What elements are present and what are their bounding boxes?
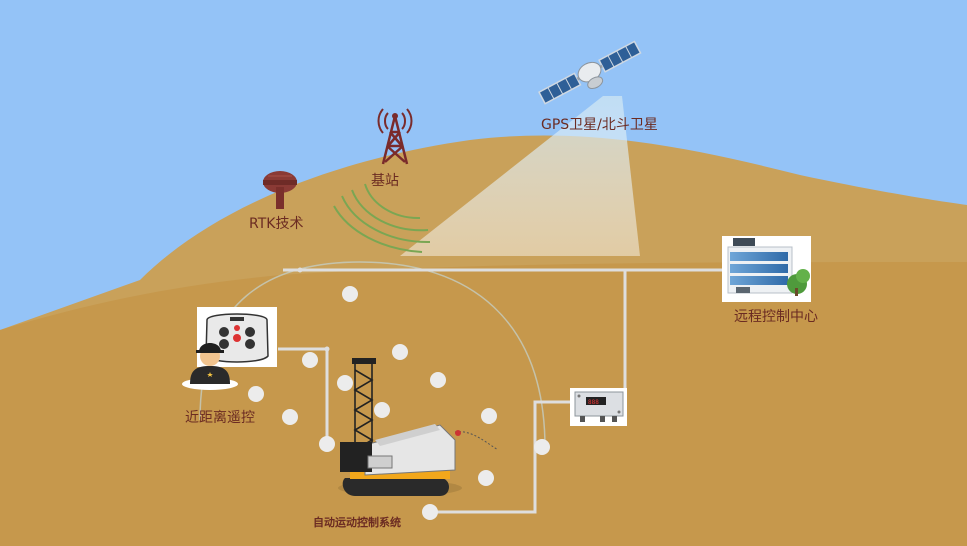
building-icon xyxy=(722,236,811,302)
node xyxy=(534,439,550,455)
control-box-icon: 888 xyxy=(570,388,627,426)
signal-nodes xyxy=(248,286,550,520)
connection-dot xyxy=(324,346,330,352)
node xyxy=(337,375,353,391)
node xyxy=(430,372,446,388)
rtk-label: RTK技术 xyxy=(249,216,304,232)
near-remote-label: 近距离遥控 xyxy=(185,410,255,426)
ground-front xyxy=(0,262,967,546)
connection-dot xyxy=(297,267,303,273)
svg-text:888: 888 xyxy=(588,399,599,406)
gps-satellite-label: GPS卫星/北斗卫星 xyxy=(541,117,658,133)
node xyxy=(248,386,264,402)
base-station-label: 基站 xyxy=(371,173,399,189)
signal-waves xyxy=(333,183,431,253)
satellite-icon xyxy=(538,40,642,105)
operator-icon xyxy=(182,343,238,390)
node xyxy=(282,409,298,425)
network-lines xyxy=(278,268,725,514)
satellite-beam xyxy=(400,96,640,256)
node xyxy=(302,352,318,368)
node xyxy=(478,470,494,486)
node xyxy=(392,344,408,360)
node xyxy=(422,504,438,520)
node xyxy=(319,436,335,452)
drill-rig-icon xyxy=(338,358,499,496)
node xyxy=(481,408,497,424)
node xyxy=(374,402,390,418)
node xyxy=(342,286,358,302)
remote-center-label: 远程控制中心 xyxy=(734,309,818,325)
tower-icon xyxy=(377,108,413,165)
auto-control-system-label: 自动运动控制系统 xyxy=(313,516,401,529)
rtk-antenna-icon xyxy=(263,171,297,209)
